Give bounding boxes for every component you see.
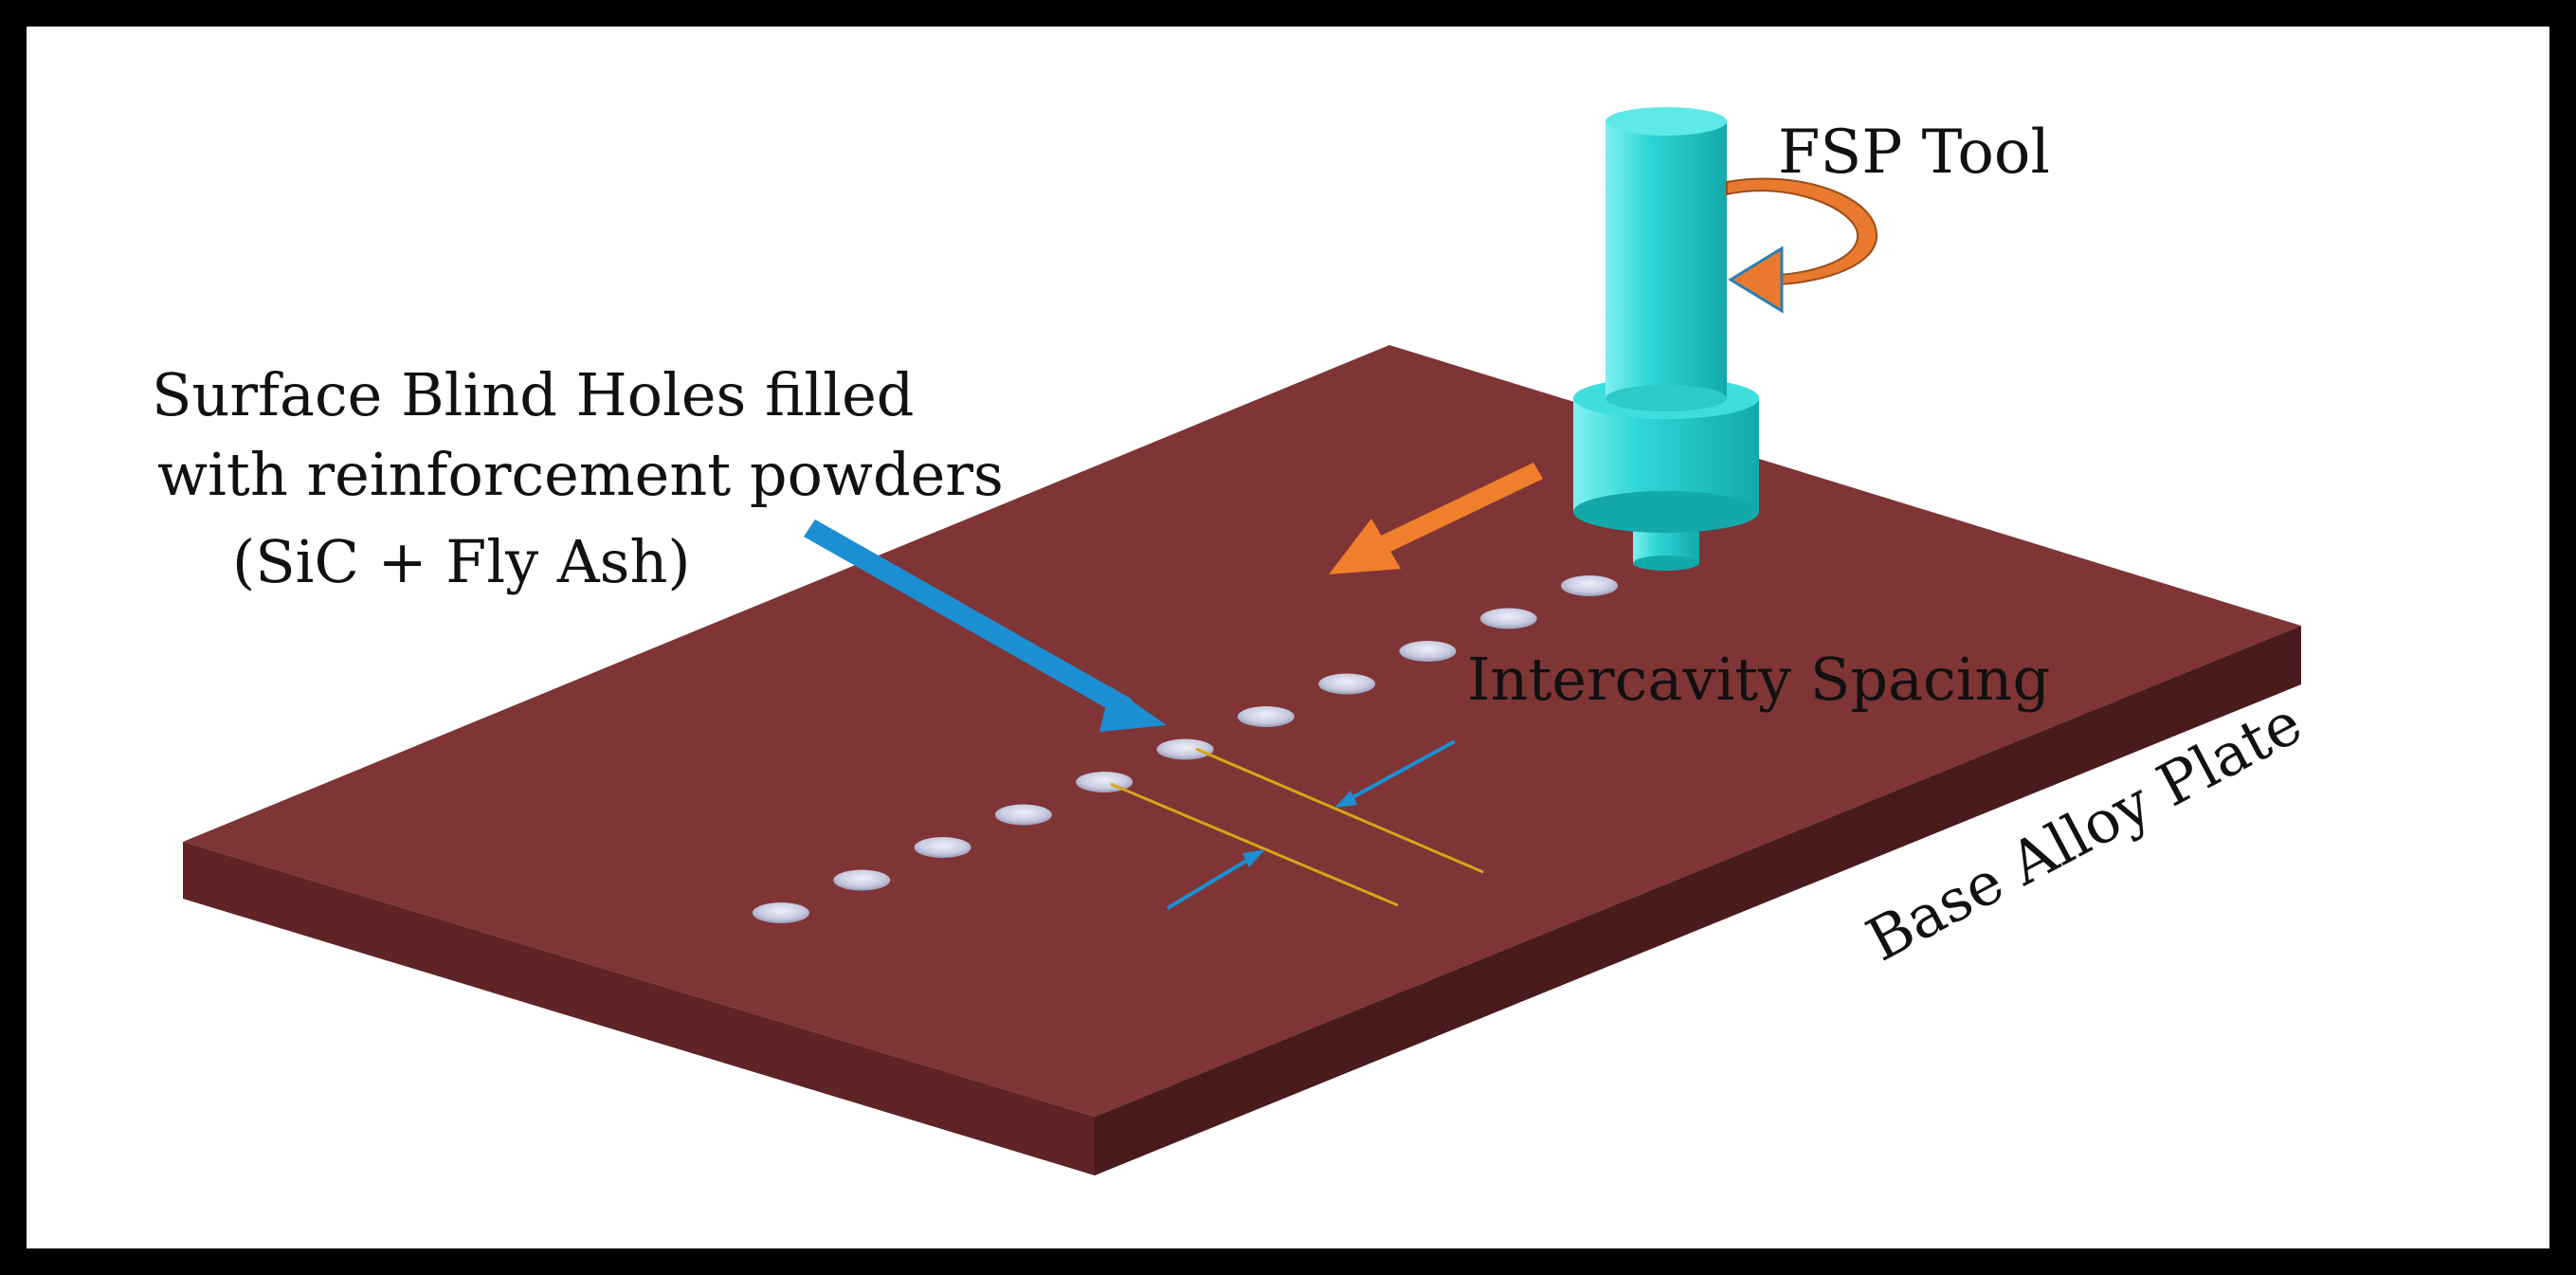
spacing-arrow-upper [1345, 739, 1456, 803]
tool-shank-bottom-edge [1605, 385, 1727, 411]
blind-hole [1479, 608, 1537, 629]
tool-shank-top [1605, 107, 1727, 136]
blind-hole [994, 804, 1052, 826]
travel-arrow-head [1329, 519, 1401, 574]
blind-hole [1561, 575, 1618, 596]
plate-right-face [1095, 626, 2301, 1175]
pointer-arrow-shaft [804, 519, 1133, 717]
spacing-arrowhead-lower [1243, 849, 1265, 867]
blind-hole [1237, 706, 1295, 727]
fsp-tool-label: FSP Tool [1778, 118, 2050, 188]
base-alloy-plate [183, 345, 2301, 1175]
blind-holes-label-line3: (SiC + Fly Ash) [232, 527, 691, 596]
tool-shank [1605, 121, 1727, 398]
plate-front-face [183, 842, 1095, 1175]
blind-hole [833, 869, 891, 891]
spacing-line-upper [1195, 747, 1484, 874]
blind-hole [1156, 738, 1214, 760]
spacing-indicator [1110, 739, 1484, 910]
holes-pointer-arrow [804, 519, 1167, 732]
travel-arrow-shaft [1379, 463, 1543, 553]
tool-pin-bottom [1633, 556, 1699, 571]
pointer-arrow-head [1099, 686, 1167, 732]
blind-hole [1318, 673, 1376, 695]
blind-hole [914, 837, 971, 858]
tool-shoulder-bottom [1573, 491, 1759, 533]
intercavity-spacing-label: Intercavity Spacing [1467, 645, 2050, 714]
spacing-arrowhead-upper [1334, 791, 1357, 808]
rotation-arrow [1726, 177, 1878, 314]
fsp-tool [1573, 107, 1759, 571]
plate-top-face [183, 345, 2301, 1117]
blind-hole [753, 902, 809, 923]
blind-hole [1399, 641, 1457, 662]
travel-direction-arrow [1329, 463, 1543, 574]
blind-holes-label-line1: Surface Blind Holes filled [152, 360, 914, 429]
rotation-arrow-head [1728, 246, 1784, 314]
blind-holes-label-line2: with reinforcement powders [157, 440, 1004, 509]
spacing-arrow-lower [1166, 856, 1253, 910]
spacing-line-lower [1110, 782, 1399, 907]
